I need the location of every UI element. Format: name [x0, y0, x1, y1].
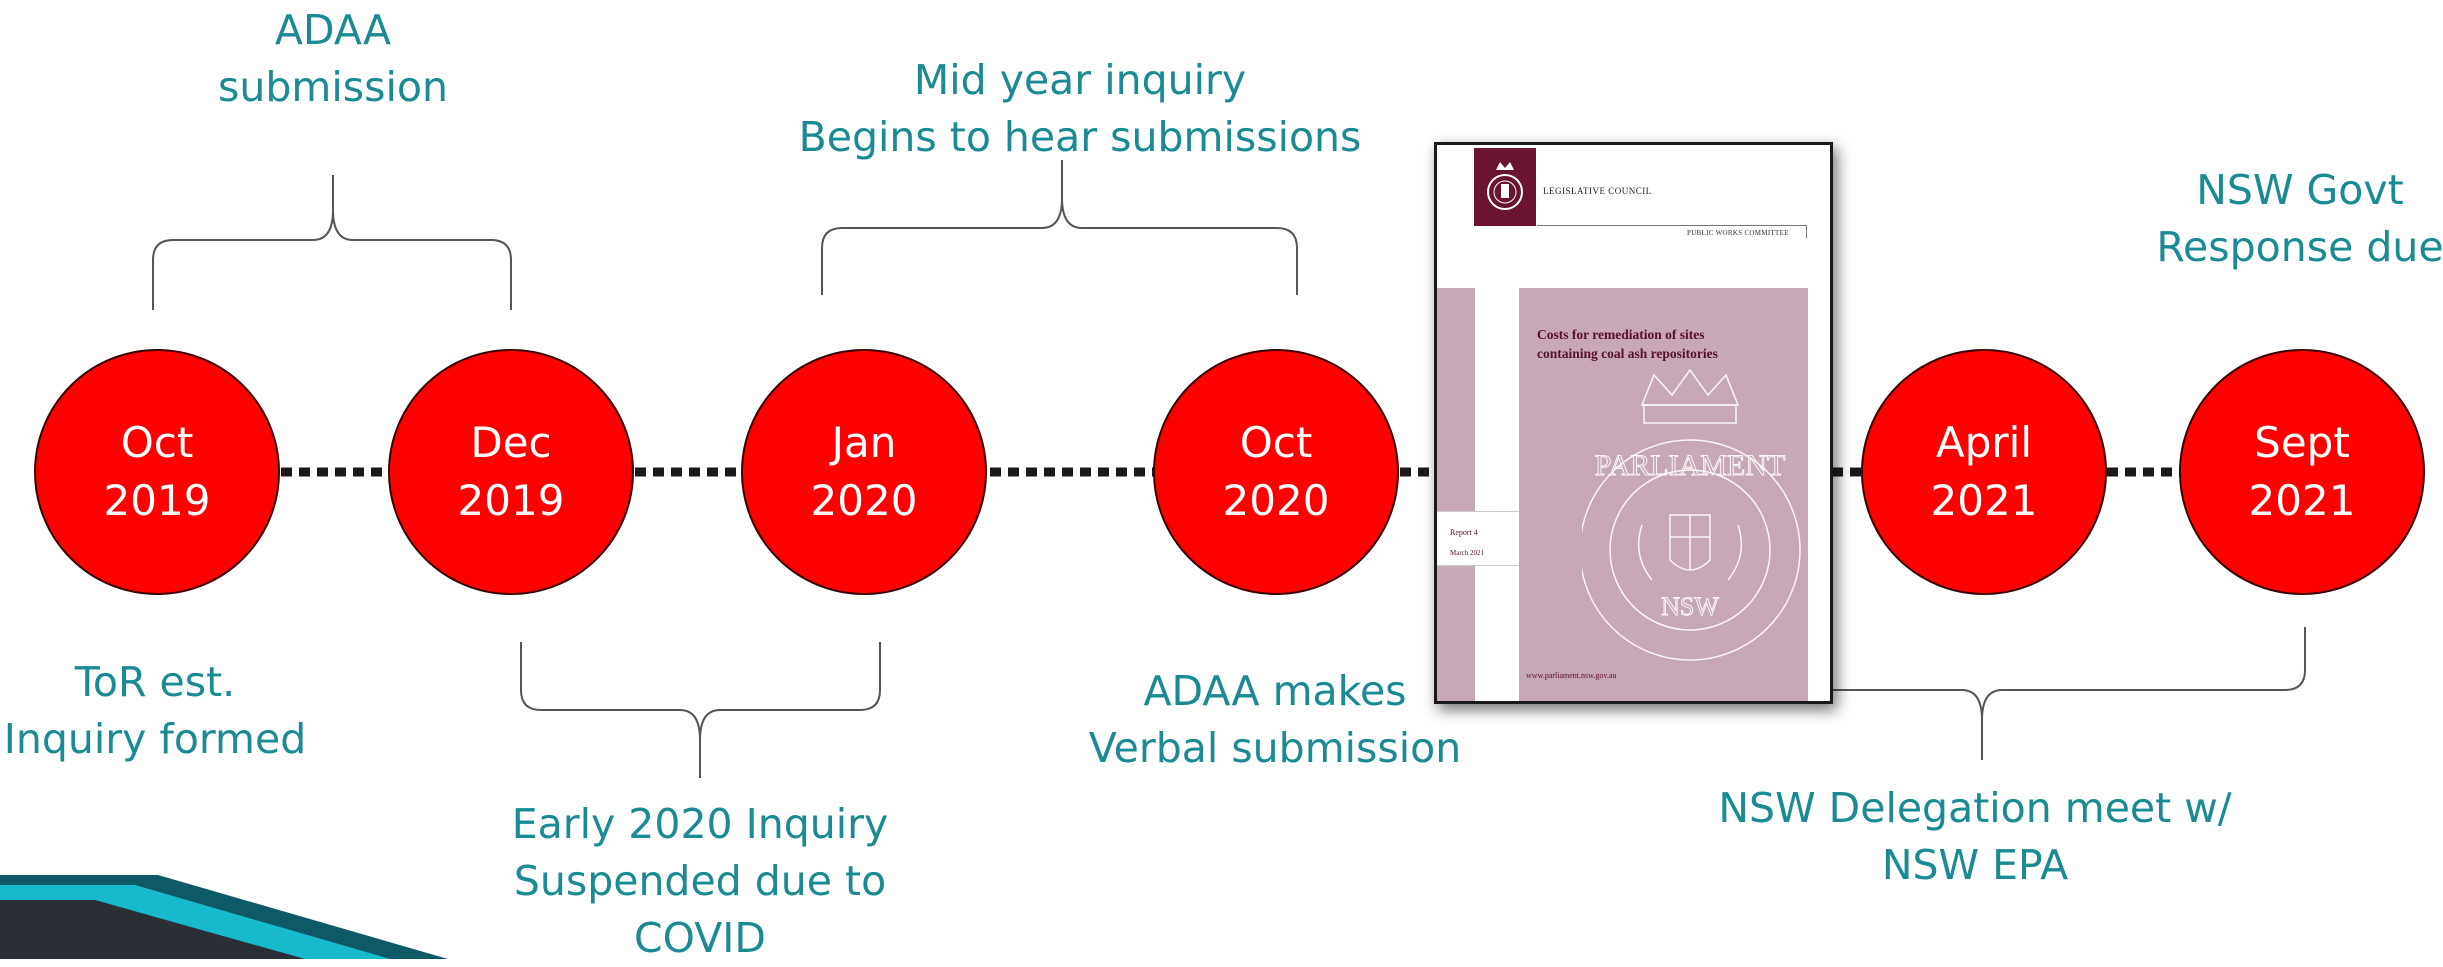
node-month: Dec	[470, 418, 552, 467]
node-year: 2021	[2248, 476, 2356, 525]
bracket-mid-year-inquiry	[821, 160, 1298, 295]
bracket-nsw-delegation	[1833, 627, 2306, 760]
node-month: Oct	[120, 418, 194, 467]
label-tor-established: ToR est. Inquiry formed	[3, 658, 307, 763]
report-title: Costs for remediation of sites containin…	[1537, 327, 1718, 361]
report-url: www.parliament.nsw.gov.au	[1526, 671, 1617, 680]
timeline-node-dec-2019: Dec 2019	[388, 349, 634, 595]
report-main-panel	[1519, 288, 1808, 701]
label-adaa-verbal-submission: ADAA makes Verbal submission	[1088, 667, 1462, 772]
report-rule	[1537, 225, 1807, 226]
report-side-band	[1437, 288, 1475, 701]
label-nsw-delegation: NSW Delegation meet w/ NSW EPA	[1718, 784, 2232, 889]
node-month: Oct	[1239, 418, 1313, 467]
timeline-brackets	[152, 160, 2306, 778]
timeline-node-oct-2019: Oct 2019	[34, 349, 280, 595]
node-year: 2019	[457, 476, 565, 525]
label-mid-year-inquiry: Mid year inquiry Begins to hear submissi…	[798, 56, 1362, 161]
node-year: 2019	[103, 476, 211, 525]
bracket-early-2020	[520, 642, 881, 778]
report-council: LEGISLATIVE COUNCIL	[1543, 186, 1652, 196]
report-label-strip	[1437, 511, 1519, 566]
report-cover-image: LEGISLATIVE COUNCIL PUBLIC WORKS COMMITT…	[1434, 142, 1833, 704]
timeline-node-jan-2020: Jan 2020	[741, 349, 987, 595]
node-month: Jan	[831, 418, 897, 467]
node-month: April	[1936, 418, 2032, 467]
crest-icon	[1474, 148, 1536, 226]
timeline-node-sept-2021: Sept 2021	[2179, 349, 2425, 595]
report-date: March 2021	[1450, 549, 1485, 557]
report-committee: PUBLIC WORKS COMMITTEE	[1687, 229, 1789, 237]
label-nsw-govt-response: NSW Govt Response due	[2156, 166, 2443, 271]
node-month: Sept	[2254, 418, 2350, 467]
seal-text: PARLIAMENT	[1595, 449, 1786, 482]
parliament-seal-icon: PARLIAMENT NSW	[1579, 365, 1822, 695]
corner-decoration	[0, 875, 448, 959]
timeline-node-april-2021: April 2021	[1861, 349, 2107, 595]
timeline-node-oct-2020: Oct 2020	[1153, 349, 1399, 595]
label-early-2020-inquiry: Early 2020 Inquiry Suspended due to COVI…	[511, 800, 889, 962]
label-adaa-submission: ADAA submission	[218, 6, 448, 111]
report-number: Report 4	[1450, 528, 1478, 537]
bracket-adaa-submission	[152, 175, 512, 310]
node-year: 2021	[1930, 476, 2038, 525]
report-rule-end	[1806, 225, 1807, 238]
node-year: 2020	[1222, 476, 1330, 525]
node-year: 2020	[810, 476, 918, 525]
seal-state: NSW	[1661, 592, 1719, 621]
